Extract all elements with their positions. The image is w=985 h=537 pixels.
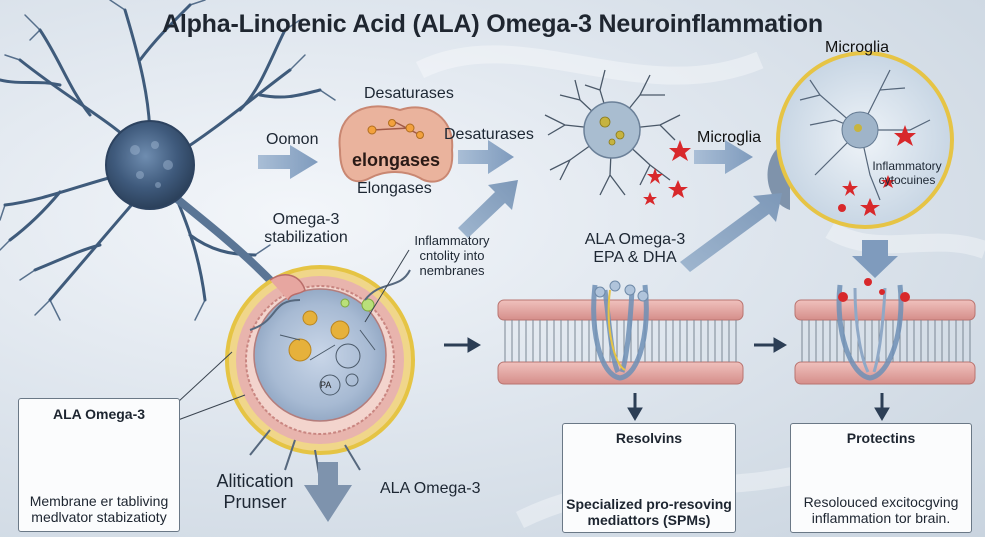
arrow-desaturases — [458, 140, 514, 174]
label-microglia-mid: Microglia — [697, 129, 762, 146]
label-desaturases-top: Desaturases — [364, 85, 454, 102]
microglia-inset-nucleus — [854, 124, 862, 132]
page-title: Alpha-Linolenic Acid (ALA) Omega-3 Neuro… — [162, 10, 823, 38]
box-protectins: Protectins Resolouced excitocgving infla… — [790, 423, 972, 533]
arrow-down-inset — [852, 240, 898, 278]
atom-label: PA — [320, 380, 332, 390]
axon-terminal — [269, 274, 306, 301]
label-inflammatory-membranes: Inflammatory cntolity into nembranes — [414, 233, 490, 278]
label-ala-omega3-bottom: ALA Omega-3 — [380, 480, 481, 497]
label-ala-epa-dha: ALA Omega-3 EPA & DHA — [584, 231, 686, 267]
label-desaturases-mid: Desaturases — [444, 126, 534, 143]
box-ala-omega3-caption: Membrane er tabliving medlvator stabizat… — [29, 492, 169, 525]
cell-cross-section — [225, 265, 415, 481]
label-omega3-stabilization: Omega-3 stabilization — [264, 211, 348, 247]
arrow-diagonal-right — [680, 193, 782, 272]
box-protectins-title: Protectins — [846, 430, 916, 446]
box-protectins-caption: Resolouced excitocgving inflammation tor… — [803, 493, 959, 526]
flow-arrows — [258, 140, 898, 522]
cytokines-inset — [838, 125, 916, 216]
box-ala-omega3: ALA Omega-3 Membrane er tabliving medlva… — [18, 398, 180, 532]
membrane-center — [497, 280, 744, 385]
label-alitication-prunser: Alitication Prunser — [216, 471, 294, 512]
arrow-diagonal-left — [458, 180, 518, 238]
label-elongases-below: Elongases — [357, 180, 432, 197]
arrow-down-cell — [304, 462, 352, 522]
callout-lines — [177, 249, 410, 421]
label-oomon: Oomon — [266, 131, 319, 148]
arrow-microglia — [694, 140, 753, 174]
arrow-oomon — [258, 145, 318, 179]
microglia-center-body — [583, 101, 641, 159]
soma-texture — [130, 141, 173, 188]
box-resolvins: Resolvins Specialized pro-resoving media… — [562, 423, 736, 533]
label-microglia-top: Microglia — [825, 39, 890, 56]
cytokines-center — [643, 140, 691, 205]
box-resolvins-caption: Specialized pro-resoving mediattors (SPM… — [566, 495, 732, 528]
neuron-soma — [105, 120, 195, 210]
membrane-right — [794, 278, 976, 385]
enzyme-complex — [338, 105, 454, 183]
box-ala-omega3-title: ALA Omega-3 — [52, 406, 146, 422]
label-inflammatory-cytokines: Inflammatory cytocuines — [872, 159, 942, 187]
box-resolvins-title: Resolvins — [615, 430, 683, 446]
microglia-center-organelles — [599, 116, 625, 146]
label-elongases-inner: elongases — [352, 150, 441, 170]
